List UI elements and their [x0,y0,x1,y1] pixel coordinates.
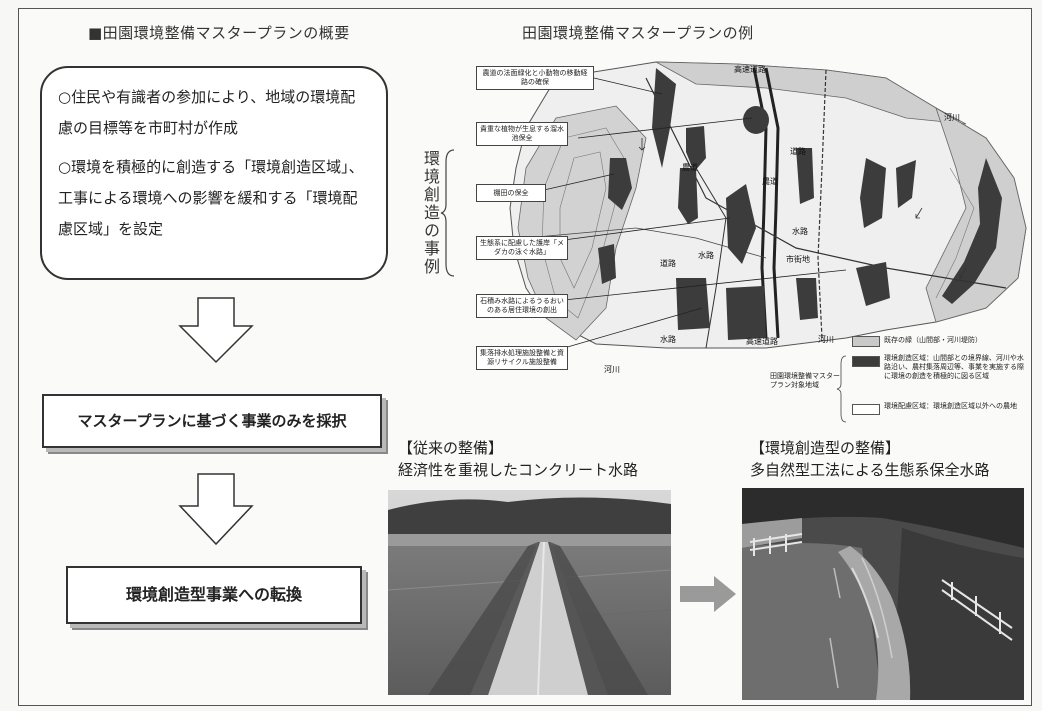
down-arrow-icon [178,297,254,364]
legend-target-area: 田園環境整備マスタープラン対象地域 [770,372,840,389]
legend-brace-icon [836,355,847,423]
map-word-road: 道路 [790,147,806,156]
legend-swatch-dark [852,356,880,367]
callout-drainage-facility: 集落排水処理施設整備と資源リサイクル施設整備 [476,346,568,370]
callout-ecological-bank: 生態系に配慮した護岸「メダカの泳ぐ水路」 [476,236,568,260]
callout-farm-road-greening: 農道の法面緑化と小動物の移動経路の確保 [476,66,594,90]
conventional-subtitle: 経済性を重視したコンクリート水路 [398,461,639,479]
callout-pond-conservation: 貴重な植物が生息する溜水池保全 [476,122,568,146]
right-arrow-icon [680,576,736,612]
map-word-waterway-2: 水路 [698,251,714,260]
conventional-title: 【従来の整備】 [398,439,504,457]
callout-stone-waterway: 石積み水路によるうるおいのある居住環境の創出 [476,294,568,318]
overview-heading: ■田園環境整備マスタープランの概要 [88,24,350,42]
eco-subtitle: 多自然型工法による生態系保全水路 [750,461,990,479]
summary-box: ○住民や有識者の参加により、地域の環境配慮の目標等を市町村が作成 ○環境を積極的… [40,66,388,280]
eco-waterway-photo [742,488,1024,700]
masterplan-only-box: マスタープランに基づく事業のみを採択 [42,394,382,448]
conversion-box: 環境創造型事業への転換 [66,566,362,624]
environment-examples-label: 環境創造の事例 [421,150,440,276]
concrete-waterway-photo [388,490,671,695]
masterplan-map [509,61,1027,349]
legend-item-3: 環境配慮区域：環境創造区域以外への農地 [884,402,1017,410]
eco-title: 【環境創造型の整備】 [750,439,901,457]
map-word-road-2: 道路 [660,259,676,268]
legend-swatch-green [852,336,880,347]
legend-item-2: 環境創造区域：山間部との境界線、河川や水路沿い、農村集落周辺等、事業を実施する際… [884,354,1024,380]
map-word-river-right: 河川 [944,113,960,122]
summary-bullet-2: ○環境を積極的に創造する「環境創造区域」、工事による環境への影響を緩和する「環境… [58,158,364,238]
down-arrow-icon-2 [178,473,254,546]
brace-icon [440,149,455,277]
legend-item-1: 既存の緑（山間部・河川堤防） [884,336,982,344]
map-word-farm-road-2: 農道 [762,177,778,186]
map-word-expressway-bottom: 高速道路 [746,337,778,346]
map-word-farm-road-1: 農道 [682,163,698,172]
map-word-urban: 市街地 [786,255,810,264]
map-word-expressway-top: 高速道路 [734,65,766,74]
map-word-waterway-1: 水路 [792,227,808,236]
map-word-river-bottom-left: 河川 [604,365,620,374]
map-word-waterway-3: 水路 [660,335,676,344]
map-word-river-bottom-right: 河川 [818,335,834,344]
map-title: 田園環境整備マスタープランの例 [522,24,754,42]
callout-terraced-field: 棚田の保全 [476,184,546,202]
summary-bullet-1: ○住民や有識者の参加により、地域の環境配慮の目標等を市町村が作成 [58,88,356,137]
legend-swatch-white [852,404,880,415]
